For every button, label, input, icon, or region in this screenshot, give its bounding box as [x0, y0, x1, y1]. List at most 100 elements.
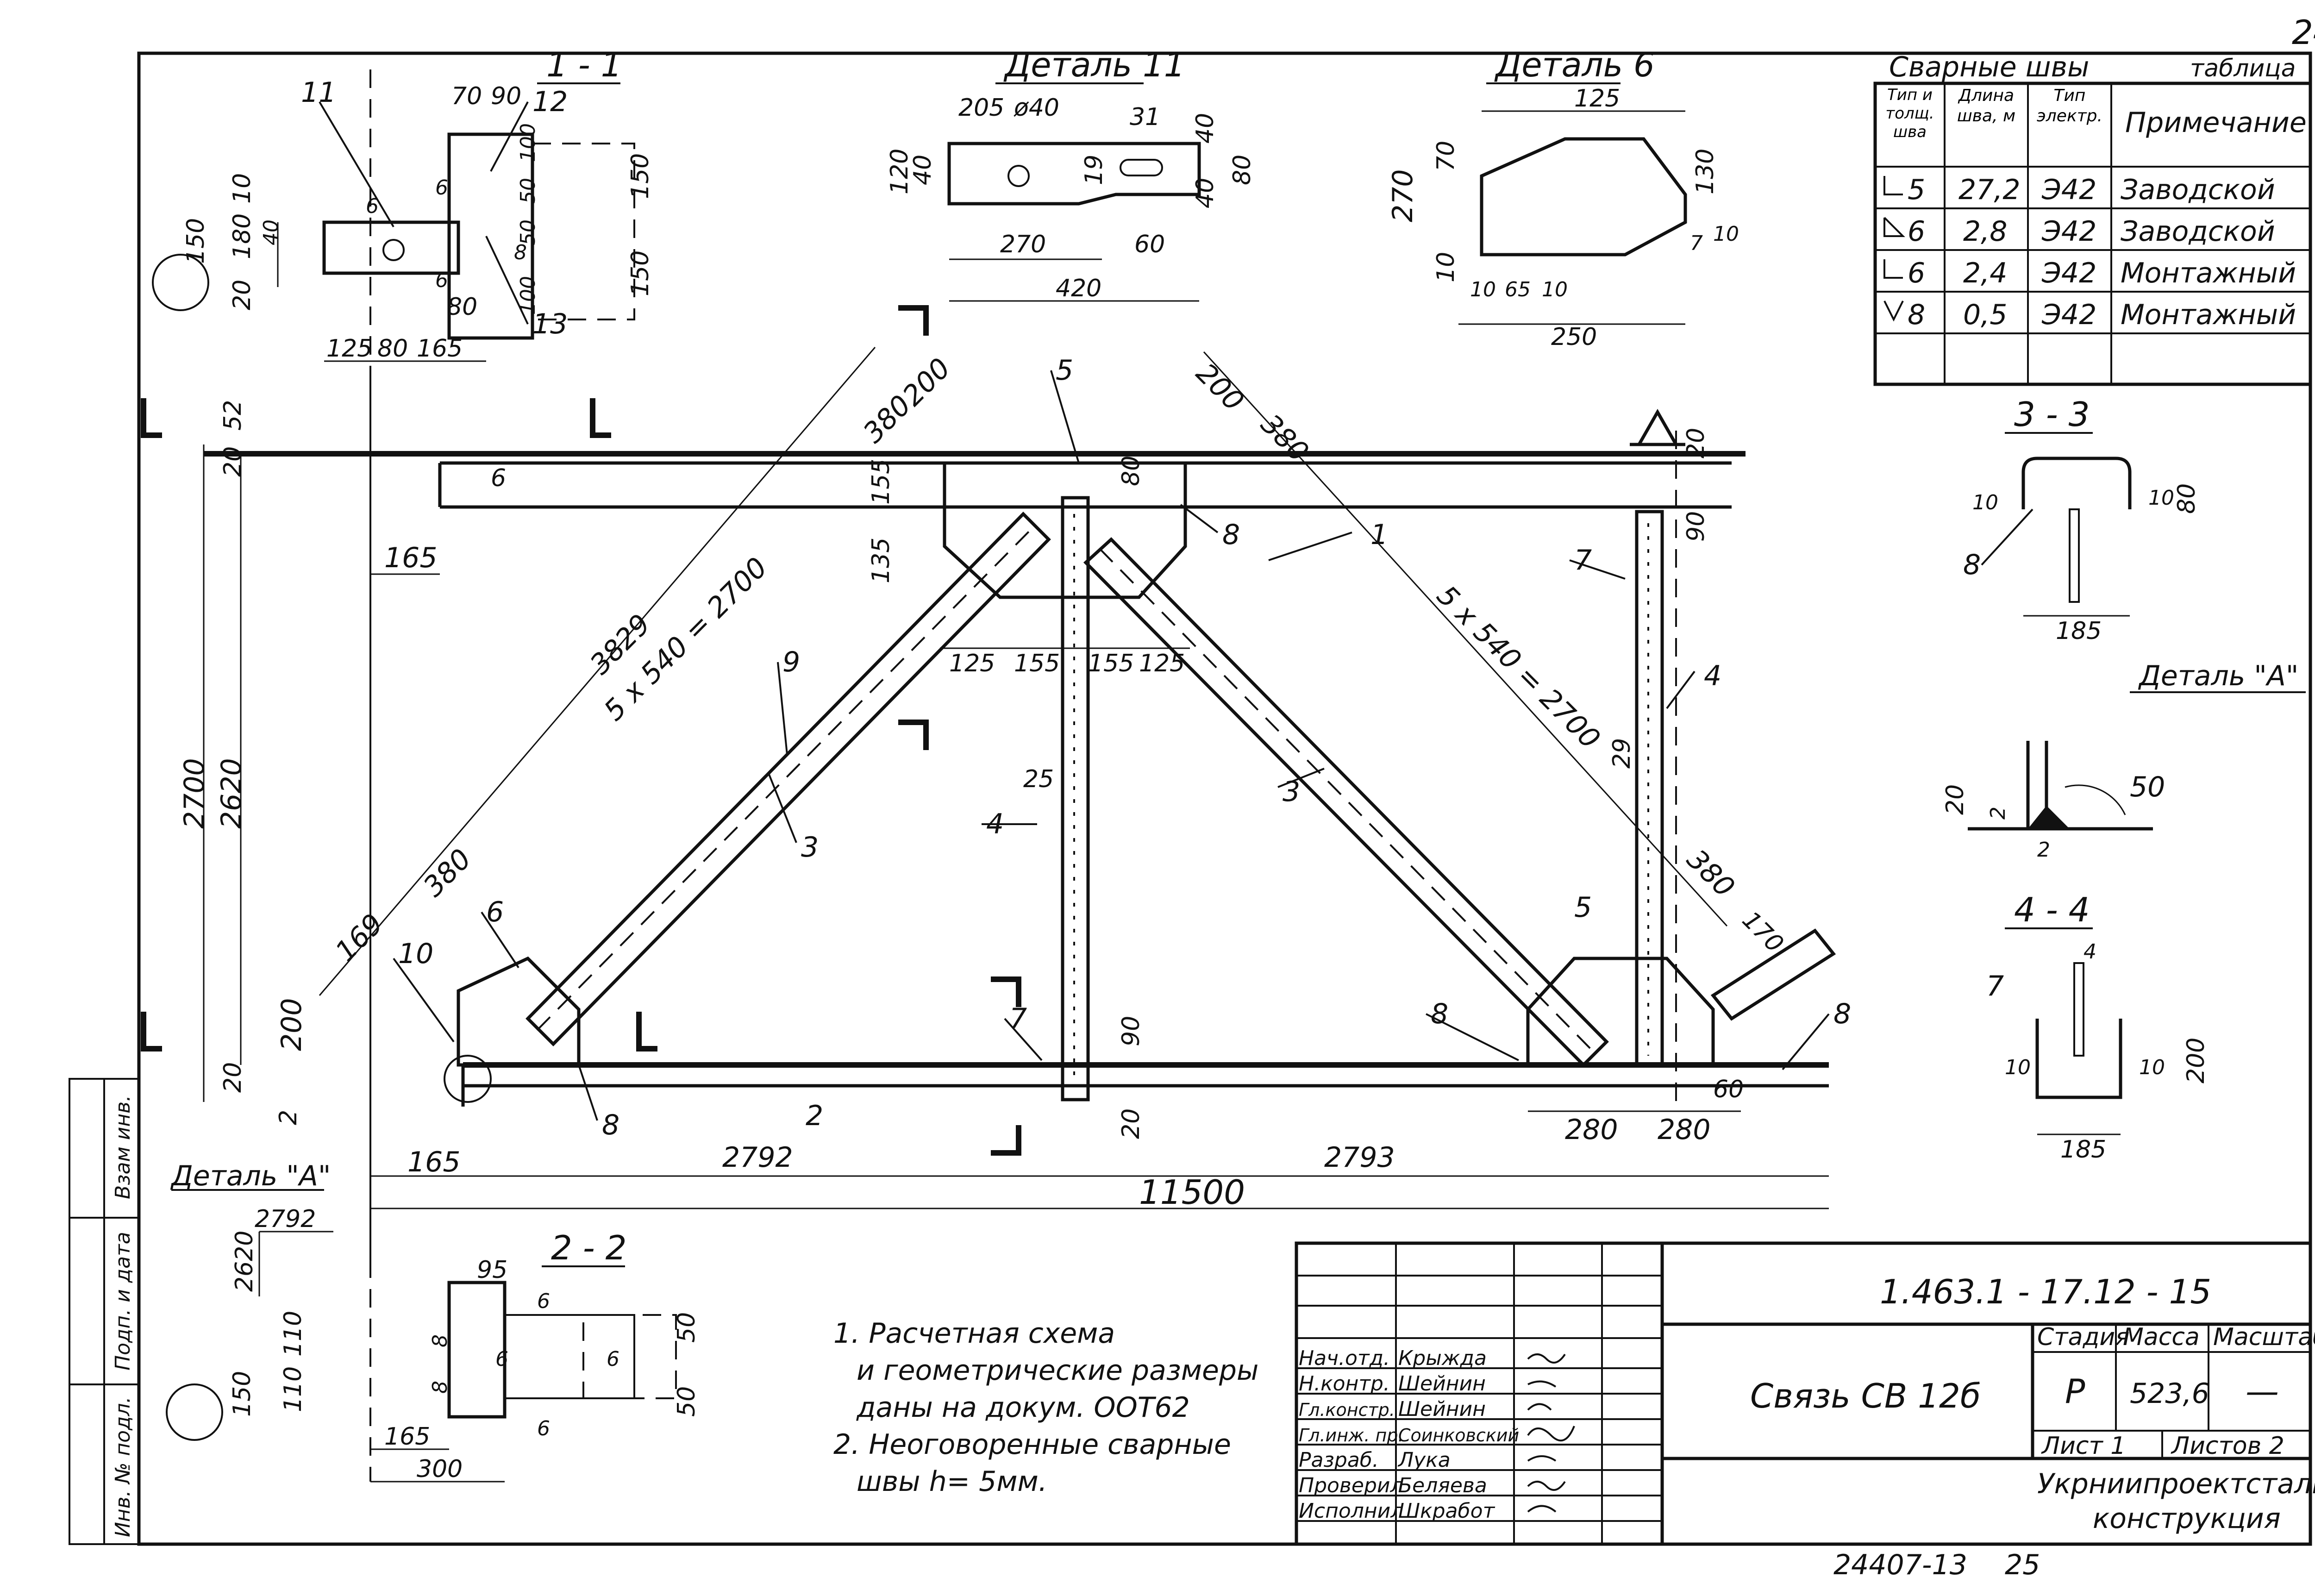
dim: 420	[1056, 275, 1101, 302]
weld-electrode: Э42	[2041, 257, 2096, 289]
role-name: Шкработ	[1398, 1499, 1495, 1523]
detail-11: Деталь 11 205 ø40 31 40 80 40 120 40 19 …	[886, 45, 1256, 302]
dim: 6	[537, 1417, 550, 1440]
dim: 65	[1505, 278, 1531, 301]
dim: 2	[1986, 807, 2010, 820]
note-line: и геометрические размеры	[857, 1354, 1258, 1387]
weld-table-header: Примечание	[2125, 106, 2307, 139]
dim: 110	[279, 1366, 307, 1412]
section-1-1: 1 - 1 70 90 100 50 50 100 150 150 10 180…	[152, 45, 654, 370]
dim: 8	[428, 1381, 452, 1394]
title-block: 1.463.1 - 17.12 - 15 Связь СВ 12б Стадия…	[1295, 1241, 2315, 1546]
dim: 7	[1690, 232, 1703, 255]
dim: 6	[435, 269, 448, 292]
dim-11500: 11500	[1139, 1173, 1245, 1212]
left-diagonal	[526, 512, 1051, 1046]
dim: 10	[1470, 278, 1496, 301]
weld-type: 6	[1908, 215, 1925, 248]
dim-125-b: 125	[1139, 650, 1185, 677]
dim: 2	[2037, 838, 2050, 862]
note-line: швы h= 5мм.	[857, 1465, 1047, 1498]
dim: 10	[228, 173, 256, 204]
dim: 40	[1191, 178, 1219, 208]
dim: 10	[2005, 1056, 2031, 1079]
dim-165-top: 165	[384, 542, 438, 574]
weld-note: Заводской	[2121, 174, 2275, 206]
mark-8: 8	[1431, 998, 1448, 1030]
dim: 8	[514, 241, 527, 264]
page-number: 24	[2292, 13, 2315, 52]
dim: 10	[1713, 222, 1739, 246]
dim: 20	[1941, 784, 1969, 815]
dim-20: 20	[219, 1062, 247, 1093]
role: Гл.констр.	[1299, 1400, 1395, 1420]
dim: 70	[451, 82, 482, 110]
weld-length: 2,4	[1963, 257, 2007, 289]
dim-155-a: 155	[1014, 650, 1060, 677]
side-stamp-cell: Взам инв.	[111, 1095, 135, 1199]
dim: 40	[259, 219, 283, 245]
dim-80: 80	[1117, 456, 1145, 486]
dim: 50	[516, 219, 540, 245]
dim-200-top-right: 200	[1189, 357, 1250, 417]
dim: 300	[417, 1455, 463, 1483]
role-name: Соинковский	[1398, 1425, 1519, 1446]
drawing-name: Связь СВ 12б	[1750, 1377, 1981, 1415]
dim: 100	[516, 276, 540, 315]
footer-number: 25	[2005, 1549, 2040, 1581]
dim: 110	[279, 1311, 307, 1357]
weld-length: 2,8	[1963, 215, 2007, 248]
mark-13: 13	[532, 308, 568, 340]
dim: 150	[626, 153, 654, 199]
dim: 50	[673, 1312, 701, 1343]
dim: 19	[1080, 155, 1108, 185]
side-stamp-cell: Подп. и дата	[111, 1232, 135, 1371]
dim: 150	[228, 1371, 256, 1417]
weld-length: 27,2	[1958, 174, 2021, 206]
weld-table-title: Сварные швы	[1889, 51, 2089, 83]
dim: 80	[377, 335, 408, 363]
dim: 270	[1387, 169, 1419, 222]
dim-25: 25	[1023, 765, 1054, 793]
weld-note: Заводской	[2121, 215, 2275, 248]
role: Исполнил	[1299, 1499, 1403, 1523]
dim: 10	[2139, 1056, 2165, 1079]
weld-type: 6	[1908, 257, 1925, 289]
dim: 180	[228, 213, 256, 259]
dim-20-mid: 20	[1117, 1108, 1145, 1139]
stage-value: Р	[2065, 1372, 2085, 1411]
detail-6: Деталь 6 125 70 130 270 10 10 65 10 250 …	[1387, 45, 1739, 351]
section-2-2-label: 2 - 2	[551, 1228, 626, 1267]
main-truss-view	[204, 408, 1836, 1107]
weld-type: 5	[1908, 174, 1925, 206]
dim: 8	[428, 1334, 452, 1347]
dim-20-right: 20	[1682, 428, 1710, 458]
mark-11: 11	[301, 76, 336, 109]
weld-table-header: Длина шва, м	[1957, 86, 2016, 125]
dim: 50	[516, 178, 540, 204]
detail-a-reference: Деталь "А"	[170, 1160, 331, 1192]
section-3-3-label: 3 - 3	[2014, 395, 2090, 434]
middle-post	[1061, 496, 1090, 1102]
drawing-code: 1.463.1 - 17.12 - 15	[1880, 1272, 2211, 1311]
mark-8: 8	[602, 1109, 619, 1141]
weld-electrode: Э42	[2041, 299, 2096, 331]
dim: 205	[958, 94, 1004, 122]
weld-table-header: Тип и толщ. шва	[1885, 86, 1934, 141]
dim: 130	[1691, 149, 1719, 194]
weld-length: 0,5	[1963, 299, 2007, 331]
dim-60: 60	[1713, 1076, 1744, 1103]
dim: 185	[2060, 1136, 2106, 1164]
mark-1: 1	[1370, 519, 1388, 551]
dim-90-right: 90	[1682, 511, 1710, 542]
mark-5: 5	[1056, 354, 1073, 387]
dim-2792-small: 2792	[255, 1205, 316, 1233]
dim: 6	[366, 194, 379, 218]
scale-label: Масштаб	[2213, 1323, 2315, 1351]
weld-note: Монтажный	[2121, 299, 2296, 331]
dim-200: 200	[275, 998, 308, 1051]
weld-type: 8	[1908, 299, 1925, 331]
dim: 270	[1000, 231, 1046, 258]
dim: 125	[326, 335, 372, 363]
